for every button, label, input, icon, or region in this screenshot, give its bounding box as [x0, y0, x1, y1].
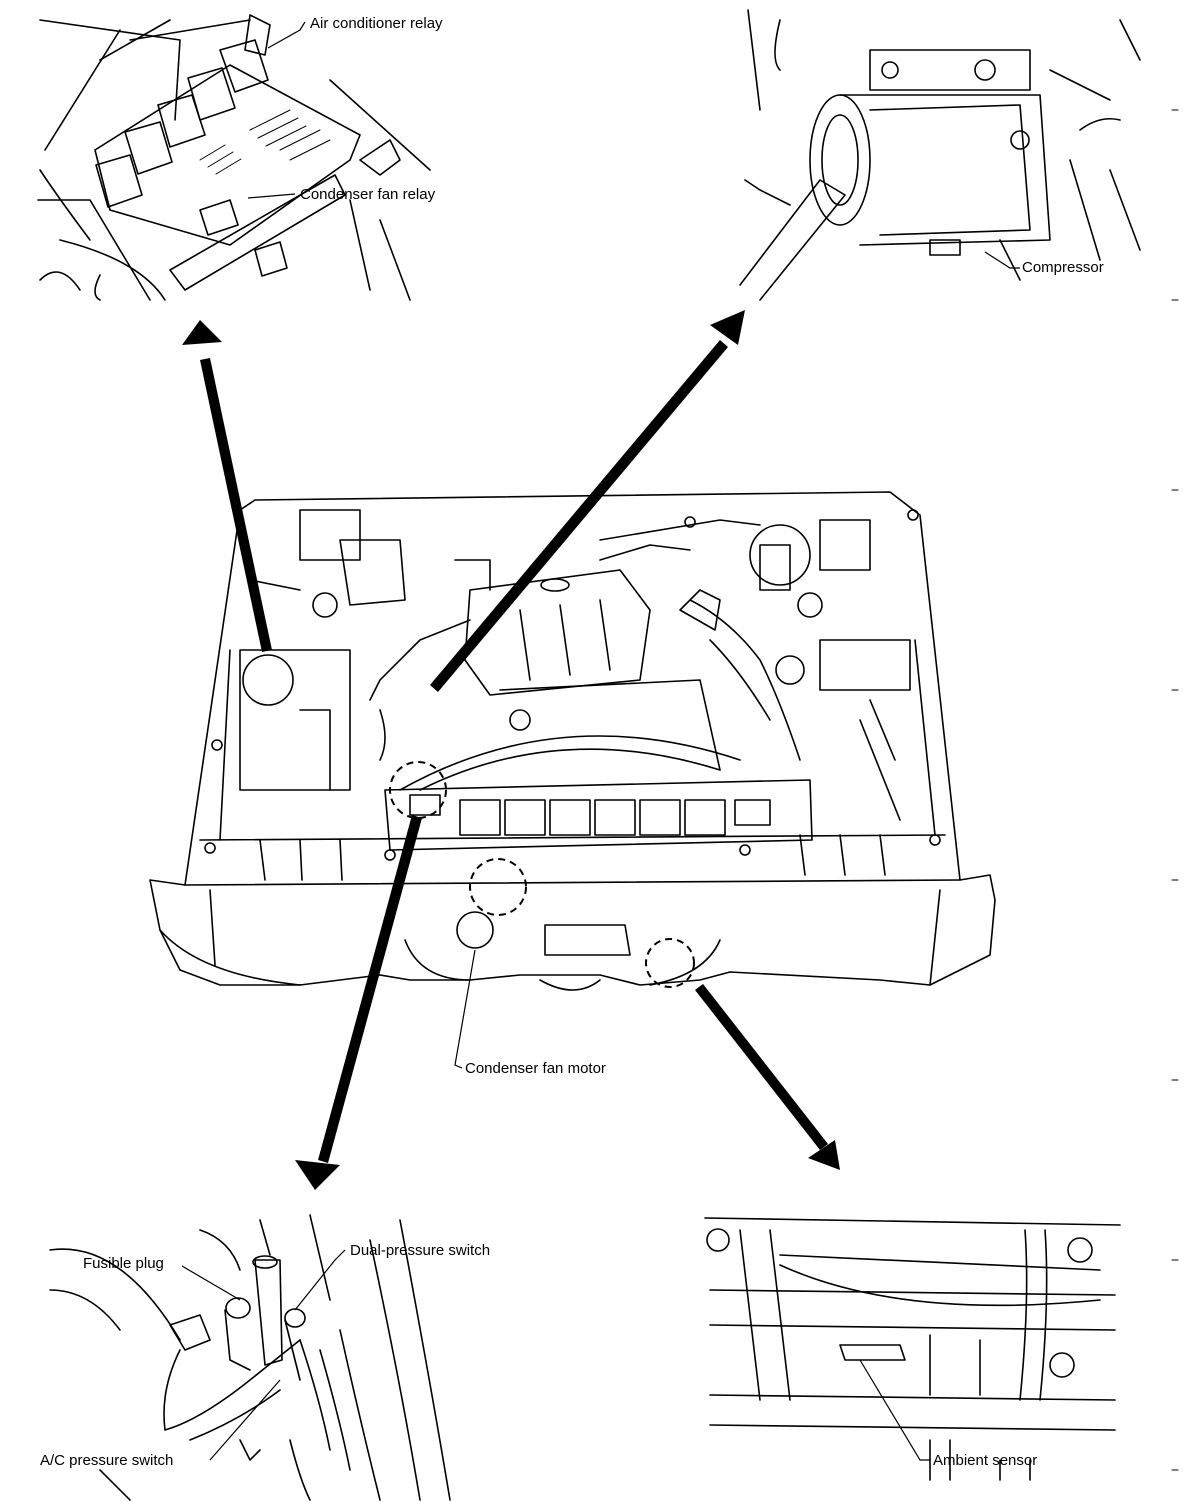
- engine-bay-overview: Condenser fan motor: [149, 491, 996, 1077]
- pointer-arrows: [182, 310, 840, 1190]
- air-conditioner-relay-label: Air conditioner relay: [310, 15, 443, 32]
- compressor-label: Compressor: [1022, 259, 1104, 276]
- arrow-to-compressor: [430, 340, 728, 692]
- arrow-to-relay-box: [200, 358, 272, 652]
- compressor-detail: Compressor: [739, 9, 1141, 301]
- ac-pressure-switch-label: A/C pressure switch: [40, 1452, 173, 1469]
- condenser-fan-relay-label: Condenser fan relay: [300, 186, 436, 203]
- relay-box-detail: Air conditioner relay Condenser fan rela…: [37, 14, 443, 301]
- arrow-to-pressure-switches: [318, 815, 422, 1163]
- ambient-sensor-label: Ambient sensor: [933, 1452, 1037, 1469]
- fusible-plug-label: Fusible plug: [83, 1255, 164, 1272]
- margin-marks: [1171, 109, 1179, 1471]
- condenser-fan-motor-label: Condenser fan motor: [465, 1060, 606, 1077]
- ambient-sensor-detail: Ambient sensor: [704, 1217, 1121, 1481]
- dual-pressure-switch-label: Dual-pressure switch: [350, 1242, 490, 1259]
- pressure-switch-detail: Fusible plug Dual-pressure switch A/C pr…: [40, 1214, 490, 1501]
- arrow-to-ambient-sensor: [695, 984, 828, 1150]
